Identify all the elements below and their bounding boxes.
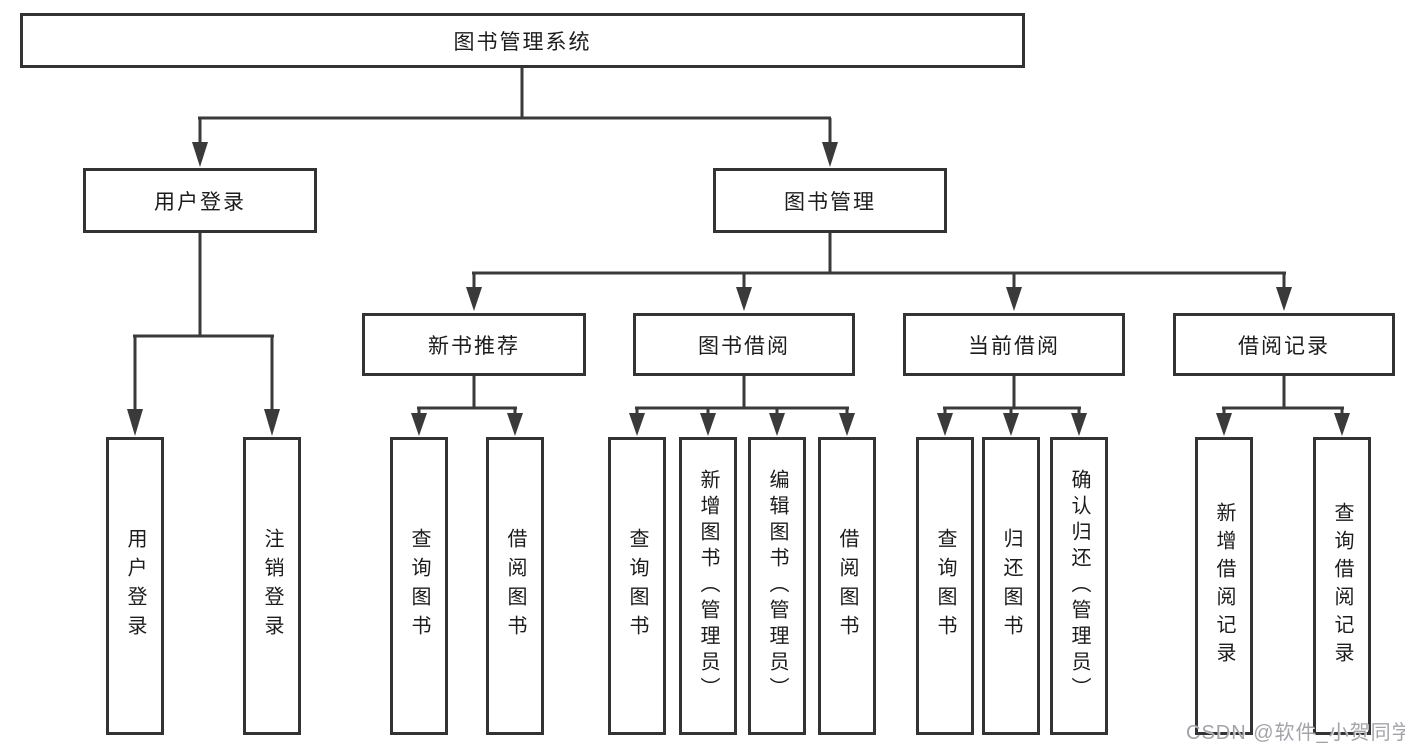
csdn-watermark: CSDN @软件_小贺同学 — [1186, 722, 1405, 744]
leaf-logout: 注销登录 — [243, 437, 301, 735]
leaf-confirm-return-admin: 确认归还（管理员） — [1050, 437, 1108, 735]
leaf-add-borrow-record: 新增借阅记录 — [1195, 437, 1253, 735]
connector-paths — [133, 68, 1344, 416]
node-user-login: 用户登录 — [83, 168, 317, 233]
node-current-borrowing: 当前借阅 — [903, 313, 1125, 376]
arrowheads — [127, 142, 1350, 436]
leaf-current-query-books: 查询图书 — [916, 437, 974, 735]
leaf-recommend-query-books: 查询图书 — [390, 437, 448, 735]
leaf-recommend-borrow-books: 借阅图书 — [486, 437, 544, 735]
leaf-borrow-books: 借阅图书 — [818, 437, 876, 735]
node-borrowing-records: 借阅记录 — [1173, 313, 1395, 376]
node-root-system: 图书管理系统 — [20, 13, 1025, 68]
leaf-user-login: 用户登录 — [106, 437, 164, 735]
node-book-borrowing: 图书借阅 — [633, 313, 855, 376]
node-book-management: 图书管理 — [713, 168, 947, 233]
node-new-book-recommend: 新书推荐 — [362, 313, 586, 376]
leaf-query-borrow-record: 查询借阅记录 — [1313, 437, 1371, 735]
leaf-return-books: 归还图书 — [982, 437, 1040, 735]
leaf-add-book-admin: 新增图书（管理员） — [679, 437, 737, 735]
leaf-edit-book-admin: 编辑图书（管理员） — [748, 437, 806, 735]
leaf-borrowing-query-books: 查询图书 — [608, 437, 666, 735]
